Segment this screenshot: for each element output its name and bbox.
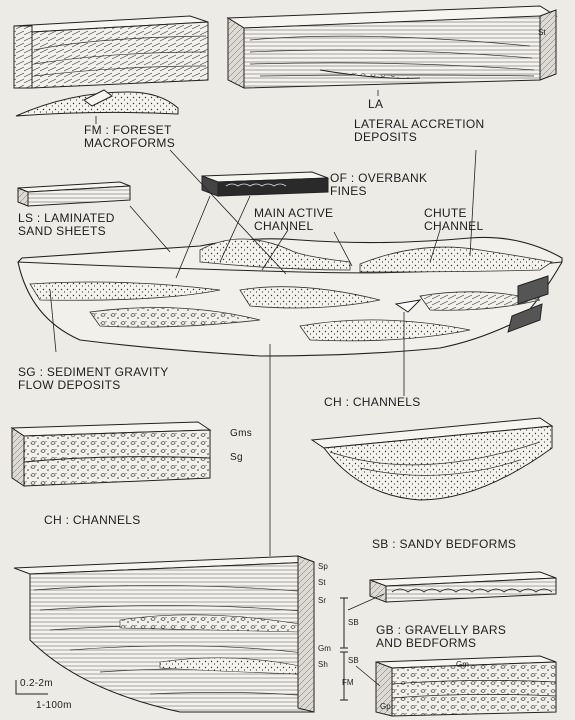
label-sb: SB : SANDY BEDFORMS (372, 537, 517, 551)
label-chute-channel: CHUTE CHANNEL (424, 206, 484, 233)
code-fm: FM (342, 678, 354, 687)
fm-macroform-bar (15, 89, 179, 117)
label-la: LA (368, 97, 384, 111)
ch-right-block (310, 417, 554, 501)
code-st-la: St (538, 28, 546, 37)
ch-left-block (13, 555, 315, 713)
code-gms: Gms (230, 428, 253, 439)
label-ls: LS : LAMINATED SAND SHEETS (18, 211, 115, 238)
code-sb-2: SB (348, 656, 359, 665)
label-gb: GB : GRAVELLY BARS AND BEDFORMS (376, 623, 507, 650)
code-sb-1: SB (348, 618, 359, 627)
gb-block (375, 655, 557, 717)
code-gm-left: Gm (318, 644, 331, 653)
label-fm: FM : FORESET MACROFORMS (84, 123, 175, 150)
label-of: OF : OVERBANK FINES (330, 171, 428, 198)
la-block (226, 5, 558, 89)
label-main-active-channel: MAIN ACTIVE CHANNEL (254, 206, 334, 233)
code-sh: Sh (318, 660, 328, 669)
code-gm-block: Gm (456, 660, 469, 669)
leader-lines (49, 90, 477, 687)
scale-horizontal-label: 1-100m (36, 700, 72, 711)
fm-block (13, 15, 209, 89)
label-lateral-accretion: LATERAL ACCRETION DEPOSITS (354, 117, 485, 144)
code-sr: Sr (318, 596, 326, 605)
scale-vertical-label: 0.2-2m (20, 678, 53, 689)
code-sp: Sp (318, 562, 328, 571)
ls-block (17, 181, 131, 207)
sb-block (369, 571, 557, 603)
section-bracket (340, 597, 348, 701)
of-block (201, 171, 329, 197)
sg-block (10, 421, 212, 487)
code-st: St (318, 578, 326, 587)
code-sg: Sg (230, 452, 243, 463)
label-sg: SG : SEDIMENT GRAVITY FLOW DEPOSITS (18, 365, 169, 392)
river-block (17, 236, 563, 357)
label-ch-right: CH : CHANNELS (324, 395, 421, 409)
label-ch-left: CH : CHANNELS (44, 513, 141, 527)
code-gp: Gp (380, 702, 391, 711)
scale-bar (15, 680, 48, 695)
